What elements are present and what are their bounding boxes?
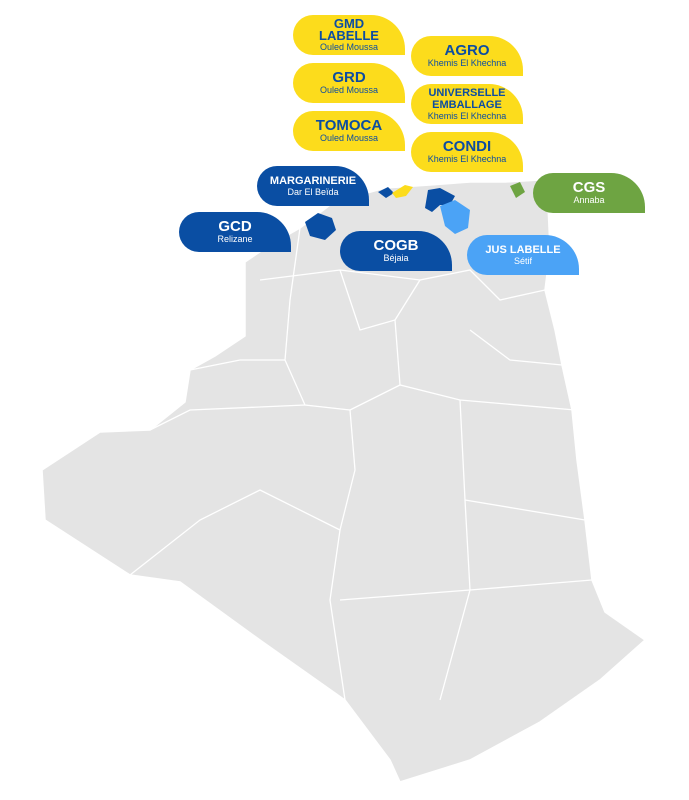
- label-name: MARGARINERIE: [269, 174, 357, 187]
- label-place: Khemis El Khechna: [427, 154, 507, 164]
- region-bejaia: [425, 188, 455, 212]
- label-tomoca[interactable]: TOMOCA Ouled Moussa: [293, 111, 405, 151]
- country-outline: [41, 179, 647, 783]
- label-place: Khemis El Khechna: [427, 58, 507, 68]
- label-place: Dar El Beïda: [287, 186, 339, 197]
- label-name: AGRO: [444, 42, 490, 59]
- region-relizane: [305, 213, 336, 240]
- label-name: GMD LABELLE: [319, 15, 379, 43]
- label-cogb[interactable]: COGB Béjaia: [340, 231, 452, 271]
- label-name: JUS LABELLE: [485, 243, 561, 256]
- label-agro[interactable]: AGRO Khemis El Khechna: [411, 36, 523, 76]
- label-name: UNIVERSELLE EMBALLAGE: [428, 86, 506, 111]
- label-place: Béjaia: [383, 253, 409, 263]
- region-annaba: [510, 182, 525, 198]
- label-grd[interactable]: GRD Ouled Moussa: [293, 63, 405, 103]
- label-margarinerie[interactable]: MARGARINERIE Dar El Beïda: [257, 166, 369, 206]
- label-name: GCD: [218, 218, 252, 235]
- region-ouled-moussa: [392, 185, 413, 198]
- label-name: GRD: [332, 69, 366, 86]
- label-place: Annaba: [573, 195, 605, 205]
- label-name: CONDI: [442, 138, 492, 155]
- label-name: COGB: [373, 237, 419, 254]
- label-gcd[interactable]: GCD Relizane: [179, 212, 291, 252]
- label-name: CGS: [572, 179, 606, 196]
- region-setif: [440, 200, 470, 234]
- label-universelle-emballage[interactable]: UNIVERSELLE EMBALLAGE Khemis El Khechna: [411, 84, 523, 124]
- label-place: Relizane: [217, 234, 253, 244]
- label-place: Ouled Moussa: [319, 85, 379, 95]
- label-place: Ouled Moussa: [319, 133, 379, 143]
- label-jus-labelle[interactable]: JUS LABELLE Sétif: [467, 235, 579, 275]
- region-dar-el-beida: [378, 187, 394, 198]
- province-borders: [129, 227, 593, 701]
- label-cgs[interactable]: CGS Annaba: [533, 173, 645, 213]
- label-place: Sétif: [513, 255, 532, 266]
- label-place: Khemis El Khechna: [427, 110, 507, 121]
- label-place: Ouled Moussa: [319, 41, 379, 52]
- label-name: TOMOCA: [315, 117, 383, 134]
- label-condi[interactable]: CONDI Khemis El Khechna: [411, 132, 523, 172]
- label-gmd-labelle[interactable]: GMD LABELLE Ouled Moussa: [293, 15, 405, 55]
